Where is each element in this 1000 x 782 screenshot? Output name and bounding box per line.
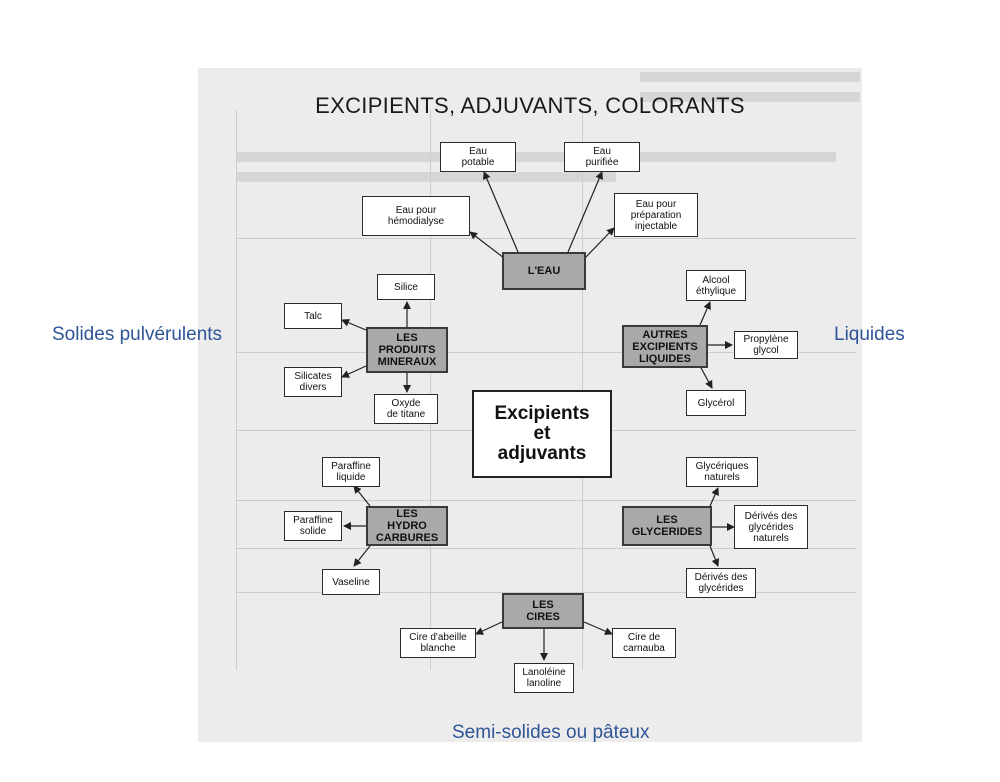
category-liquides: AUTRES EXCIPIENTS LIQUIDES xyxy=(622,325,708,368)
arrow-silicates xyxy=(341,365,367,378)
arrow-paraffine-liquide xyxy=(353,485,371,507)
ghost-text-block xyxy=(236,172,616,182)
item-eau-injectable-label: Eau pour préparation injectable xyxy=(630,198,682,232)
item-propylene-label: Propylène glycol xyxy=(743,334,789,356)
item-vaseline-label: Vaseline xyxy=(332,576,370,588)
item-derives-glycerides-label: Dérivés des glycérides xyxy=(694,572,748,594)
category-mineraux: LES PRODUITS MINERAUX xyxy=(366,327,448,373)
arrow-glycerol xyxy=(699,365,713,389)
item-eau-hemodialyse-label: Eau pour hémodialyse xyxy=(387,205,445,227)
category-hydrocarbures: LES HYDRO CARBURES xyxy=(366,506,448,546)
item-cire-abeille-label: Cire d'abeille blanche xyxy=(409,632,467,654)
item-derives-naturels-label: Dérivés des glycérides naturels xyxy=(744,510,798,544)
item-alcool-label: Alcool éthylique xyxy=(695,274,737,297)
diagram-title: EXCIPIENTS, ADJUVANTS, COLORANTS xyxy=(315,93,745,118)
item-cire-carnauba: Cire de carnauba xyxy=(612,628,676,658)
item-silice-label: Silice xyxy=(394,281,418,293)
category-cires: LES CIRES xyxy=(502,593,584,629)
item-glycerol-label: Glycérol xyxy=(697,397,735,409)
arrow-talc xyxy=(341,319,367,331)
item-silice: Silice xyxy=(377,274,435,300)
item-eau-purifiee: Eau purifiée xyxy=(564,142,640,172)
ghost-table-line xyxy=(236,352,856,353)
category-mineraux-label: LES PRODUITS MINERAUX xyxy=(377,332,437,368)
item-lanoleine-label: Lanoléine lanoline xyxy=(522,667,566,689)
ghost-table-line xyxy=(236,592,856,593)
arrow-vaseline xyxy=(353,545,371,567)
ghost-text-block xyxy=(236,152,836,162)
center-label: Excipients et adjuvants xyxy=(494,403,590,464)
item-silicates-label: Silicates divers xyxy=(294,371,332,393)
ghost-table-line xyxy=(236,110,237,670)
label-solides: Solides pulvérulents xyxy=(52,324,223,345)
ghost-table-line xyxy=(236,548,856,549)
item-derives-glycerides: Dérivés des glycérides xyxy=(686,568,756,598)
item-derives-naturels: Dérivés des glycérides naturels xyxy=(734,505,808,549)
ghost-table-line xyxy=(236,500,856,501)
category-eau-label: L'EAU xyxy=(527,265,561,277)
item-oxyde-titane: Oxyde de titane xyxy=(374,394,438,424)
ghost-table-line xyxy=(430,110,431,670)
category-hydrocarbures-label: LES HYDRO CARBURES xyxy=(375,508,439,544)
item-talc-label: Talc xyxy=(304,310,322,322)
item-glycerol: Glycérol xyxy=(686,390,746,416)
arrow-cire-abeille xyxy=(475,621,503,635)
item-paraffine-solide-label: Paraffine solide xyxy=(293,515,333,537)
category-glycerides: LES GLYCERIDES xyxy=(622,506,712,546)
label-liquides: Liquides xyxy=(834,324,905,345)
item-propylene: Propylène glycol xyxy=(734,331,798,359)
item-cire-carnauba-label: Cire de carnauba xyxy=(623,632,665,654)
item-eau-potable-label: Eau potable xyxy=(461,146,495,168)
item-paraffine-liquide-label: Paraffine liquide xyxy=(331,461,371,483)
item-eau-injectable: Eau pour préparation injectable xyxy=(614,193,698,237)
category-glycerides-label: LES GLYCERIDES xyxy=(631,514,703,538)
item-paraffine-liquide: Paraffine liquide xyxy=(322,457,380,487)
center-excipients: Excipients et adjuvants xyxy=(472,390,612,478)
item-paraffine-solide: Paraffine solide xyxy=(284,511,342,541)
item-glyceriques-naturels-label: Glycériques naturels xyxy=(695,461,749,483)
label-semi-solides: Semi-solides ou pâteux xyxy=(452,722,650,743)
ghost-text-block xyxy=(640,72,860,82)
item-oxyde-titane-label: Oxyde de titane xyxy=(386,398,426,420)
item-cire-abeille: Cire d'abeille blanche xyxy=(400,628,476,658)
item-eau-hemodialyse: Eau pour hémodialyse xyxy=(362,196,470,236)
item-glyceriques-naturels: Glycériques naturels xyxy=(686,457,758,487)
item-vaseline: Vaseline xyxy=(322,569,380,595)
arrow-cire-carnauba xyxy=(583,621,613,635)
item-silicates: Silicates divers xyxy=(284,367,342,397)
item-alcool: Alcool éthylique xyxy=(686,270,746,301)
arrow-derives-glycerides xyxy=(709,545,720,567)
category-cires-label: LES CIRES xyxy=(526,599,560,623)
item-eau-purifiee-label: Eau purifiée xyxy=(585,146,619,168)
item-lanoleine: Lanoléine lanoline xyxy=(514,663,574,693)
item-talc: Talc xyxy=(284,303,342,329)
arrow-glyceriques-naturels xyxy=(709,487,719,507)
arrow-eau-hemodialyse xyxy=(469,231,505,259)
ghost-text-block xyxy=(640,92,860,102)
arrow-eau-injectable xyxy=(584,227,615,259)
arrow-eau-purifiee xyxy=(567,171,603,253)
arrow-alcool xyxy=(699,301,711,326)
category-eau: L'EAU xyxy=(502,252,586,290)
category-liquides-label: AUTRES EXCIPIENTS LIQUIDES xyxy=(632,328,698,365)
item-eau-potable: Eau potable xyxy=(440,142,516,172)
arrow-eau-potable xyxy=(483,171,519,253)
ghost-table-line xyxy=(236,238,856,239)
